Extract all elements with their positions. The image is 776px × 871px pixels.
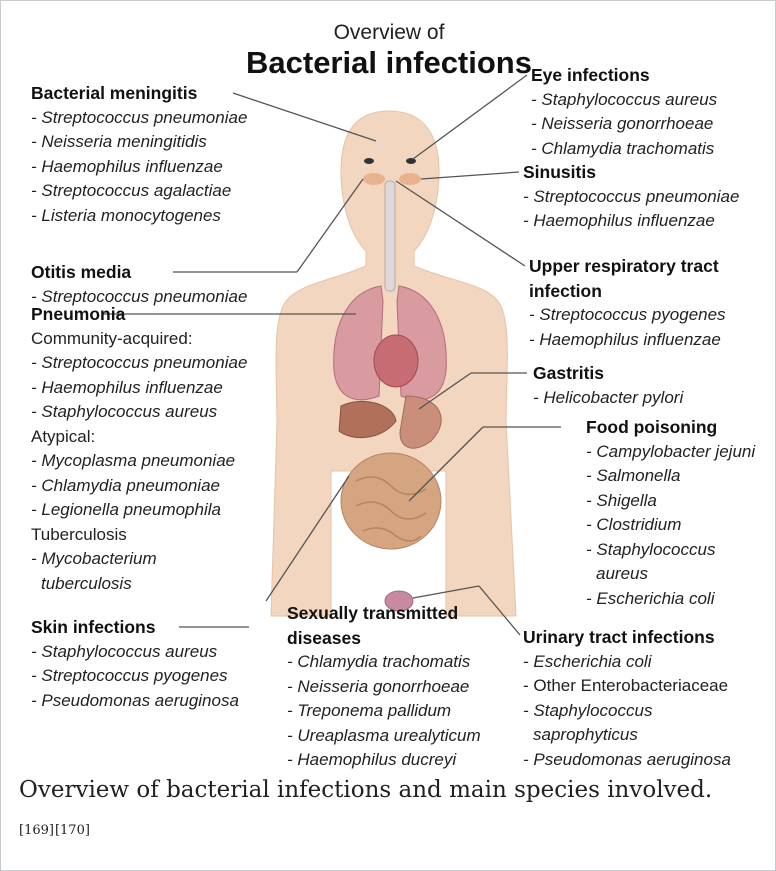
pneumonia-subheading: Community-acquired: <box>31 327 247 352</box>
species-item: - Mycobacterium <box>31 547 247 572</box>
species-item: - Haemophilus influenzae <box>523 209 739 234</box>
species-item: - Mycoplasma pneumoniae <box>31 449 247 474</box>
species-item: - Haemophilus influenzae <box>529 328 726 353</box>
species-item: - Pseudomonas aeruginosa <box>523 748 731 773</box>
species-item: - Neisseria gonorrhoeae <box>531 112 717 137</box>
heading-otitis: Otitis media <box>31 260 247 285</box>
right-sinus <box>399 173 421 185</box>
species-item: - Staphylococcus aureus <box>31 400 247 425</box>
species-item: - Staphylococcus <box>586 538 755 563</box>
species-item: - Staphylococcus aureus <box>531 88 717 113</box>
species-item: - Streptococcus agalactiae <box>31 179 247 204</box>
species-item: - Staphylococcus <box>523 699 731 724</box>
species-item: - Chlamydia trachomatis <box>287 650 481 675</box>
heading-pneumonia: Pneumonia <box>31 302 247 327</box>
title-overview: Overview of <box>1 21 776 45</box>
species-item: - Streptococcus pneumoniae <box>523 185 739 210</box>
species-item: aureus <box>586 562 755 587</box>
species-item: - Listeria monocytogenes <box>31 204 247 229</box>
species-item: - Chlamydia pneumoniae <box>31 474 247 499</box>
group-eye: Eye infections - Staphylococcus aureus -… <box>531 63 717 161</box>
group-urinary: Urinary tract infections - Escherichia c… <box>523 625 731 772</box>
group-meningitis: Bacterial meningitis - Streptococcus pne… <box>31 81 247 228</box>
species-item: - Campylobacter jejuni <box>586 440 755 465</box>
left-sinus <box>363 173 385 185</box>
heading-urinary: Urinary tract infections <box>523 625 731 650</box>
heart <box>374 335 418 387</box>
species-item: - Escherichia coli <box>523 650 731 675</box>
heading-upper-resp-line2: infection <box>529 279 726 304</box>
heading-sinusitis: Sinusitis <box>523 160 739 185</box>
species-item: - Haemophilus ducreyi <box>287 748 481 773</box>
species-item: - Helicobacter pylori <box>533 386 683 411</box>
species-item: - Haemophilus influenzae <box>31 376 247 401</box>
trachea <box>385 181 395 291</box>
species-item: - Salmonella <box>586 464 755 489</box>
intestines <box>341 453 441 549</box>
species-item: - Shigella <box>586 489 755 514</box>
species-item: - Streptococcus pyogenes <box>529 303 726 328</box>
infographic: Overview of Bacterial infections Bacteri… <box>1 1 776 761</box>
species-item: - Treponema pallidum <box>287 699 481 724</box>
group-food-poisoning: Food poisoning - Campylobacter jejuni - … <box>586 415 755 611</box>
species-item: - Ureaplasma urealyticum <box>287 724 481 749</box>
species-item: - Streptococcus pneumoniae <box>31 351 247 376</box>
leader-eye <box>413 75 527 159</box>
heading-std-line1: Sexually transmitted <box>287 601 481 626</box>
heading-upper-resp-line1: Upper respiratory tract <box>529 254 726 279</box>
heading-eye: Eye infections <box>531 63 717 88</box>
reference-link[interactable]: [169] <box>19 823 54 838</box>
pneumonia-subheading: Tuberculosis <box>31 523 247 548</box>
species-item: - Pseudomonas aeruginosa <box>31 689 239 714</box>
species-item: tuberculosis <box>31 572 247 597</box>
group-skin: Skin infections - Staphylococcus aureus … <box>31 615 239 713</box>
heading-skin: Skin infections <box>31 615 239 640</box>
group-pneumonia: Pneumonia Community-acquired: - Streptoc… <box>31 302 247 596</box>
group-upper-respiratory: Upper respiratory tract infection - Stre… <box>529 254 726 352</box>
species-item: - Chlamydia trachomatis <box>531 137 717 162</box>
species-item: - Neisseria gonorrhoeae <box>287 675 481 700</box>
species-item: - Other Enterobacteriaceae <box>523 674 731 699</box>
heading-std-line2: diseases <box>287 626 481 651</box>
species-item: - Streptococcus pneumoniae <box>31 106 247 131</box>
pneumonia-subheading: Atypical: <box>31 425 247 450</box>
heading-gastritis: Gastritis <box>533 361 683 386</box>
figure-caption: Overview of bacterial infections and mai… <box>19 777 759 803</box>
species-item: - Neisseria meningitidis <box>31 130 247 155</box>
heading-meningitis: Bacterial meningitis <box>31 81 247 106</box>
leader-meningitis <box>233 93 376 141</box>
caption-references: [169][170] <box>19 823 91 838</box>
species-item: - Haemophilus influenzae <box>31 155 247 180</box>
heading-food-poisoning: Food poisoning <box>586 415 755 440</box>
species-item: - Clostridium <box>586 513 755 538</box>
species-item: - Streptococcus pyogenes <box>31 664 239 689</box>
species-item: - Legionella pneumophila <box>31 498 247 523</box>
species-item: - Staphylococcus aureus <box>31 640 239 665</box>
species-item: saprophyticus <box>523 723 731 748</box>
group-sinusitis: Sinusitis - Streptococcus pneumoniae - H… <box>523 160 739 234</box>
right-eye <box>406 158 416 164</box>
group-gastritis: Gastritis - Helicobacter pylori <box>533 361 683 410</box>
group-std: Sexually transmitted diseases - Chlamydi… <box>287 601 481 773</box>
reference-link[interactable]: [170] <box>55 823 90 838</box>
left-eye <box>364 158 374 164</box>
species-item: - Escherichia coli <box>586 587 755 612</box>
